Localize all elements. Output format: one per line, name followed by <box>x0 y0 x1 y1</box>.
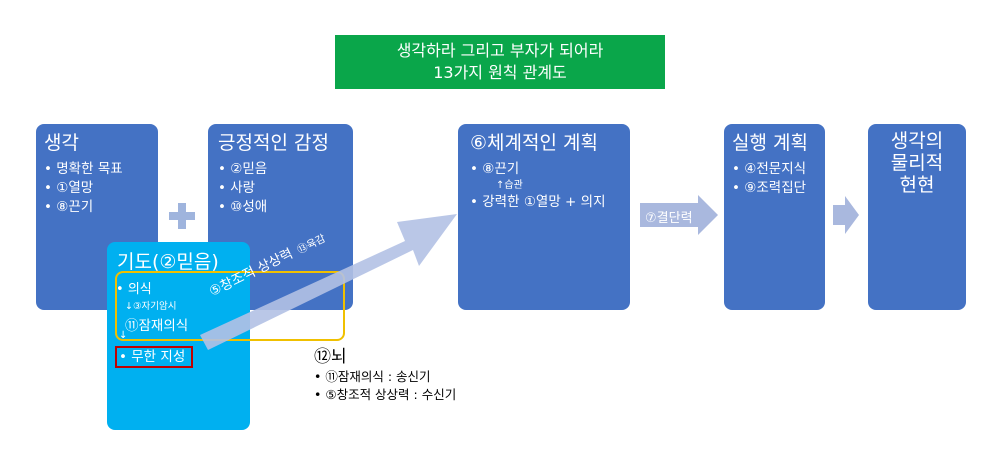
result-line2: 물리적 <box>890 152 944 174</box>
thinking-item: 명확한 목표 <box>44 160 158 179</box>
emotion-heading: 긍정적인 감정 <box>218 132 329 154</box>
brain-line-text: ⑪잠재의식 : 송신기 <box>325 369 431 384</box>
plus-icon <box>169 203 195 229</box>
emotion-item: 사랑 <box>218 179 353 198</box>
plan-heading: ⑥체계적인 계획 <box>470 132 598 154</box>
execution-heading: 실행 계획 <box>732 132 808 154</box>
thinking-heading: 생각 <box>44 132 79 154</box>
prayer-item-conscious-text: 의식 <box>127 282 152 297</box>
emotion-item: ②믿음 <box>218 160 353 179</box>
brain-line: • ⑤창조적 상상력 : 수신기 <box>314 387 457 402</box>
emotion-item: ⑩성애 <box>218 198 353 217</box>
prayer-heading: 기도(②믿음) <box>117 251 219 273</box>
small-down-arrow: ↓ <box>119 330 128 341</box>
brain-section: ⑫뇌 • ⑪잠재의식 : 송신기 • ⑤창조적 상상력 : 수신기 <box>314 346 456 404</box>
brain-line: • ⑪잠재의식 : 송신기 <box>314 369 431 384</box>
decision-arrow <box>640 195 718 235</box>
systematic-plan-box: ⑥체계적인 계획 ⑧끈기 ↑습관 강력한 ①열망 + 의지 <box>458 124 630 310</box>
execution-item: ④전문지식 <box>732 160 825 179</box>
execution-item: ⑨조력집단 <box>732 179 825 198</box>
decision-label: ⑦결단력 <box>645 211 693 226</box>
brain-line-text: ⑤창조적 상상력 : 수신기 <box>325 387 457 402</box>
plan-item-persistence: ⑧끈기 <box>470 160 630 179</box>
highlight-rectangle <box>115 271 345 341</box>
result-line1: 생각의 <box>890 130 944 152</box>
creative-imagination-arrow <box>200 214 457 350</box>
result-box: 생각의 물리적 현현 <box>868 124 966 310</box>
thinking-box: 생각 명확한 목표 ①열망 ⑧끈기 <box>36 124 158 310</box>
infinite-intelligence-text: 무한 지성 <box>131 349 186 365</box>
habit-label: ↑습관 <box>496 180 523 191</box>
infinite-intelligence-box: • 무한 지성 <box>115 346 193 368</box>
execution-plan-box: 실행 계획 ④전문지식 ⑨조력집단 <box>724 124 825 310</box>
autosuggestion-label: ↓③자기암시 <box>125 301 177 312</box>
plan-item-desire: 강력한 ①열망 + 의지 <box>470 193 630 212</box>
prayer-item-subconscious: ⑪잠재의식 <box>125 318 189 334</box>
thinking-item: ①열망 <box>44 179 158 198</box>
title-line2: 13가지 원칙 관계도 <box>433 63 567 82</box>
title-line1: 생각하라 그리고 부자가 되어라 <box>396 41 604 60</box>
result-line3: 현현 <box>899 174 935 196</box>
right-arrow-icon <box>833 196 859 234</box>
thinking-item: ⑧끈기 <box>44 198 158 217</box>
prayer-item-conscious: • 의식 <box>116 282 152 297</box>
title-box: 생각하라 그리고 부자가 되어라 13가지 원칙 관계도 <box>335 35 665 89</box>
brain-heading: ⑫뇌 <box>314 347 347 367</box>
